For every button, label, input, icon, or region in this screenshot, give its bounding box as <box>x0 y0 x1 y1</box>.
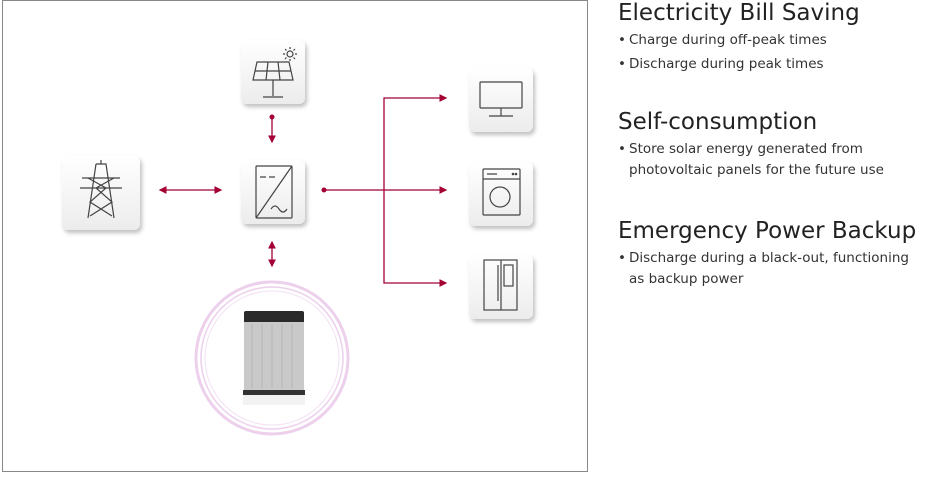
section-title: Electricity Bill Saving <box>618 0 860 26</box>
load-bus-line <box>383 97 446 284</box>
section-self-consumption: Self-consumption Store solar energy gene… <box>618 109 908 184</box>
refrigerator-icon <box>483 259 518 311</box>
solar-panel-icon <box>252 47 297 98</box>
washing-machine-tile <box>469 162 533 226</box>
flow-arrows <box>158 94 448 287</box>
washing-machine-icon <box>482 168 521 216</box>
inverter-tile <box>241 160 305 224</box>
refrigerator-tile <box>469 255 533 319</box>
section-bill-saving: Electricity Bill Saving Charge during of… <box>618 0 860 78</box>
power-tower-icon <box>80 160 122 219</box>
bullet: Charge during off-peak times <box>618 30 860 51</box>
battery-rings <box>194 280 350 436</box>
inverter-icon <box>255 165 293 219</box>
power-grid-tile <box>62 156 140 230</box>
bullet: Store solar energy generated from photov… <box>618 139 908 181</box>
section-title: Self-consumption <box>618 109 818 135</box>
battery-unit-icon <box>243 311 305 405</box>
bullet: Discharge during peak times <box>618 54 860 75</box>
section-title: Emergency Power Backup <box>618 218 917 244</box>
bullet: Discharge during a black-out, functionin… <box>618 248 928 290</box>
diagram-frame <box>2 0 588 472</box>
energy-flow-diagram <box>158 94 448 436</box>
tv-icon <box>479 81 523 117</box>
tv-tile <box>469 68 533 132</box>
section-emergency-backup: Emergency Power Backup Discharge during … <box>618 218 928 293</box>
solar-panel-tile <box>241 40 305 104</box>
